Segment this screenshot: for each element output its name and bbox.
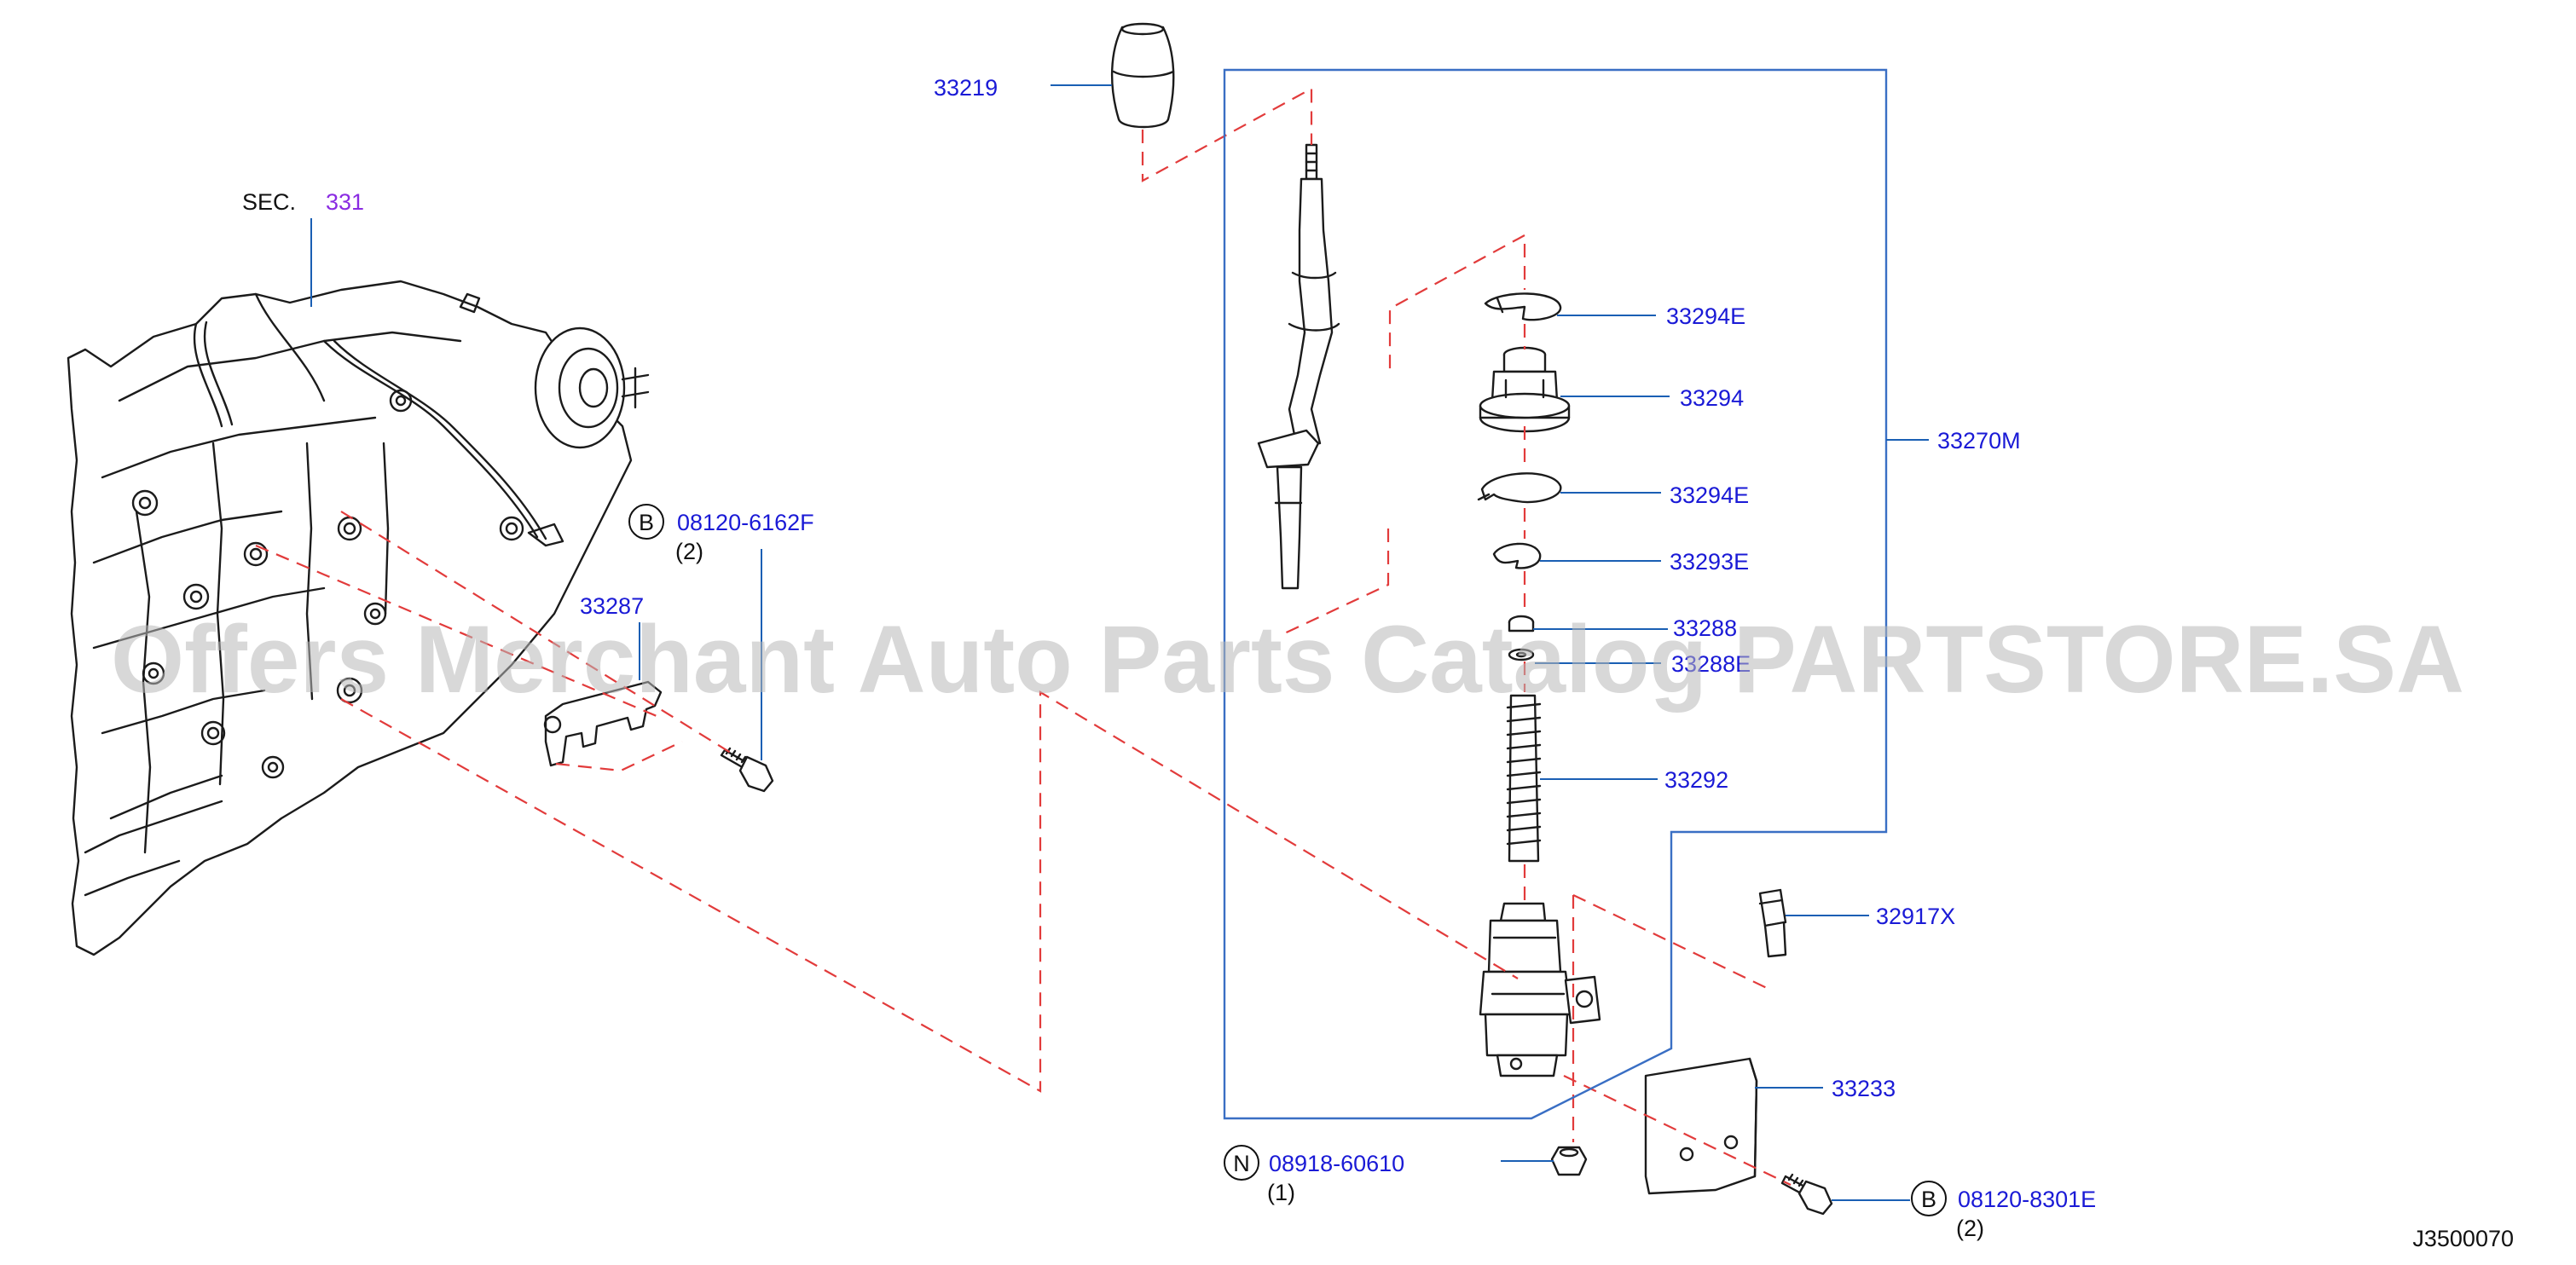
part-33294E-mid-clip bbox=[1477, 472, 1562, 504]
leader-lines bbox=[310, 84, 1929, 1201]
fastener-symbol-n: N bbox=[1224, 1145, 1259, 1181]
assembly-33270M-bracket bbox=[1223, 68, 1888, 1120]
transmission-illustration bbox=[67, 280, 650, 956]
part-33292-boot bbox=[1506, 694, 1542, 863]
part-33293E-clip bbox=[1492, 542, 1542, 569]
label-32917X[interactable]: 32917X bbox=[1876, 904, 1955, 929]
qty-08918-60610: (1) bbox=[1267, 1180, 1295, 1205]
label-33287[interactable]: 33287 bbox=[580, 593, 644, 619]
part-33288-pin bbox=[1508, 615, 1535, 632]
fastener-symbol-b-top: B bbox=[628, 504, 664, 540]
bolt-08120-8301E bbox=[1780, 1173, 1833, 1216]
label-33293E[interactable]: 33293E bbox=[1670, 549, 1749, 575]
watermark-text: Offers Merchant Auto Parts Catalog PARTS… bbox=[111, 606, 2464, 713]
part-33233-plate bbox=[1644, 1057, 1758, 1195]
label-08120-8301E[interactable]: 08120-8301E bbox=[1958, 1187, 2096, 1212]
lower-lever-housing bbox=[1479, 902, 1601, 1077]
symbol-letter: N bbox=[1233, 1151, 1250, 1176]
part-33294-bushing bbox=[1479, 346, 1571, 433]
label-33219[interactable]: 33219 bbox=[934, 75, 998, 101]
part-33294E-top-clip bbox=[1484, 292, 1562, 321]
assembly-dashed-lines bbox=[255, 87, 1792, 1186]
part-33288E-washer bbox=[1508, 648, 1535, 661]
label-08918-60610[interactable]: 08918-60610 bbox=[1269, 1151, 1404, 1176]
part-32917X-pin bbox=[1758, 888, 1787, 958]
bolt-08120-6162F bbox=[720, 747, 774, 793]
label-33270M[interactable]: 33270M bbox=[1937, 428, 2021, 453]
label-33294E-top[interactable]: 33294E bbox=[1666, 303, 1745, 329]
label-33294[interactable]: 33294 bbox=[1680, 385, 1744, 411]
qty-08120-6162F: (2) bbox=[675, 539, 703, 564]
label-33233[interactable]: 33233 bbox=[1832, 1076, 1896, 1101]
symbol-letter: B bbox=[639, 510, 654, 535]
part-33287-bracket bbox=[543, 680, 663, 767]
symbol-letter: B bbox=[1921, 1187, 1936, 1212]
nut-08918-60610 bbox=[1550, 1146, 1588, 1176]
section-prefix: SEC. bbox=[242, 189, 296, 215]
label-33288[interactable]: 33288 bbox=[1673, 615, 1737, 641]
drawing-id: J3500070 bbox=[2412, 1226, 2514, 1251]
section-number[interactable]: 331 bbox=[326, 189, 364, 215]
label-33294E-mid[interactable]: 33294E bbox=[1670, 482, 1749, 508]
shift-lever-rod bbox=[1257, 143, 1340, 590]
qty-08120-8301E: (2) bbox=[1956, 1216, 1984, 1241]
label-08120-6162F[interactable]: 08120-6162F bbox=[677, 510, 814, 535]
fastener-symbol-b-bottom: B bbox=[1911, 1181, 1947, 1216]
label-33288E[interactable]: 33288E bbox=[1671, 651, 1751, 677]
label-33292[interactable]: 33292 bbox=[1664, 767, 1728, 793]
part-33219-knob bbox=[1110, 22, 1175, 129]
